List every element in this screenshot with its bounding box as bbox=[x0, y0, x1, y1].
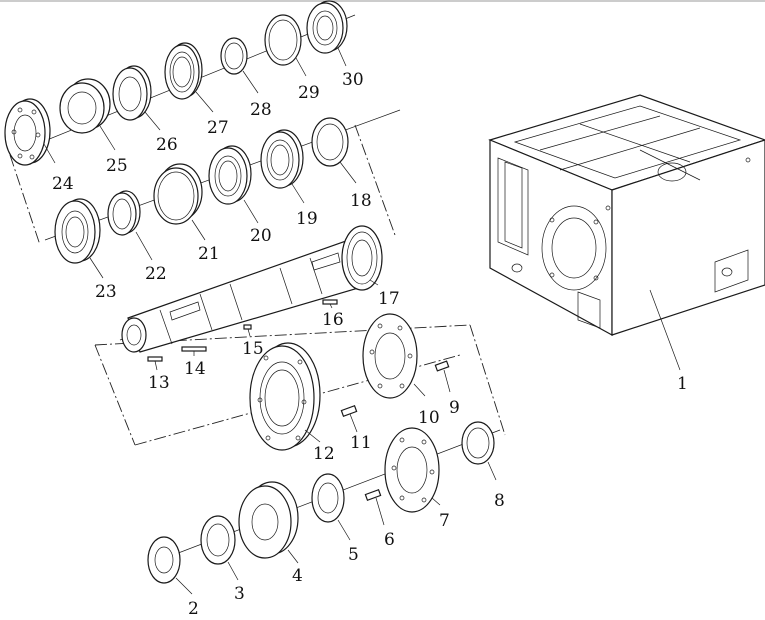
label-26: 26 bbox=[156, 135, 178, 155]
label-17: 17 bbox=[378, 289, 400, 309]
part-27-bearing bbox=[164, 42, 203, 100]
part-15-key bbox=[243, 324, 252, 330]
part-7-flange bbox=[384, 427, 440, 513]
label-30: 30 bbox=[342, 70, 364, 90]
label-25: 25 bbox=[106, 156, 128, 176]
label-24: 24 bbox=[52, 174, 74, 194]
label-29: 29 bbox=[298, 83, 320, 103]
label-3: 3 bbox=[234, 584, 245, 604]
part-3-ring bbox=[200, 515, 236, 565]
label-1: 1 bbox=[677, 374, 688, 394]
part-28-ring bbox=[220, 37, 248, 75]
label-9: 9 bbox=[449, 398, 460, 418]
label-23: 23 bbox=[95, 282, 117, 302]
label-2: 2 bbox=[188, 599, 199, 619]
part-14-key bbox=[181, 346, 207, 352]
part-29-ring bbox=[264, 14, 302, 66]
part-13-key bbox=[147, 356, 163, 362]
label-20: 20 bbox=[250, 226, 272, 246]
part-5-nut bbox=[311, 473, 345, 523]
label-14: 14 bbox=[184, 359, 206, 379]
label-18: 18 bbox=[350, 191, 372, 211]
label-8: 8 bbox=[494, 491, 505, 511]
part-26-bearing bbox=[112, 65, 152, 121]
part-21-sleeve bbox=[153, 163, 203, 225]
label-4: 4 bbox=[292, 566, 303, 586]
part-labels: 1 2 3 4 5 6 7 8 9 10 11 12 13 14 15 16 1… bbox=[52, 70, 688, 619]
part-18-ring bbox=[311, 117, 349, 167]
part-22-ring bbox=[107, 190, 141, 236]
part-2-nut bbox=[147, 536, 181, 584]
label-13: 13 bbox=[148, 373, 170, 393]
gearbox-housing bbox=[488, 94, 765, 371]
part-11-bolt bbox=[340, 405, 358, 417]
label-16: 16 bbox=[322, 310, 344, 330]
label-19: 19 bbox=[296, 209, 318, 229]
part-shaft bbox=[121, 225, 383, 353]
part-23-bearing bbox=[54, 198, 101, 264]
label-5: 5 bbox=[348, 545, 359, 565]
label-22: 22 bbox=[145, 264, 167, 284]
label-21: 21 bbox=[198, 244, 220, 264]
label-11: 11 bbox=[350, 433, 372, 453]
part-12-cover bbox=[249, 342, 321, 451]
label-6: 6 bbox=[384, 530, 395, 550]
part-30-bearing bbox=[306, 0, 348, 54]
part-10-flange bbox=[362, 313, 418, 399]
part-24-flange bbox=[4, 98, 51, 166]
leader-lines bbox=[43, 47, 497, 595]
part-25-sleeve bbox=[59, 78, 111, 134]
label-27: 27 bbox=[207, 118, 229, 138]
part-16-key bbox=[322, 299, 338, 305]
label-7: 7 bbox=[439, 511, 450, 531]
part-19-bearing bbox=[260, 129, 304, 189]
part-6-bolt bbox=[364, 489, 382, 501]
label-28: 28 bbox=[250, 100, 272, 120]
part-20-bearing bbox=[208, 145, 252, 205]
label-15: 15 bbox=[242, 339, 264, 359]
label-12: 12 bbox=[313, 444, 335, 464]
label-10: 10 bbox=[418, 408, 440, 428]
part-9-bolt bbox=[434, 360, 450, 372]
part-4-pulley bbox=[238, 481, 299, 559]
part-8-seal bbox=[461, 421, 495, 465]
